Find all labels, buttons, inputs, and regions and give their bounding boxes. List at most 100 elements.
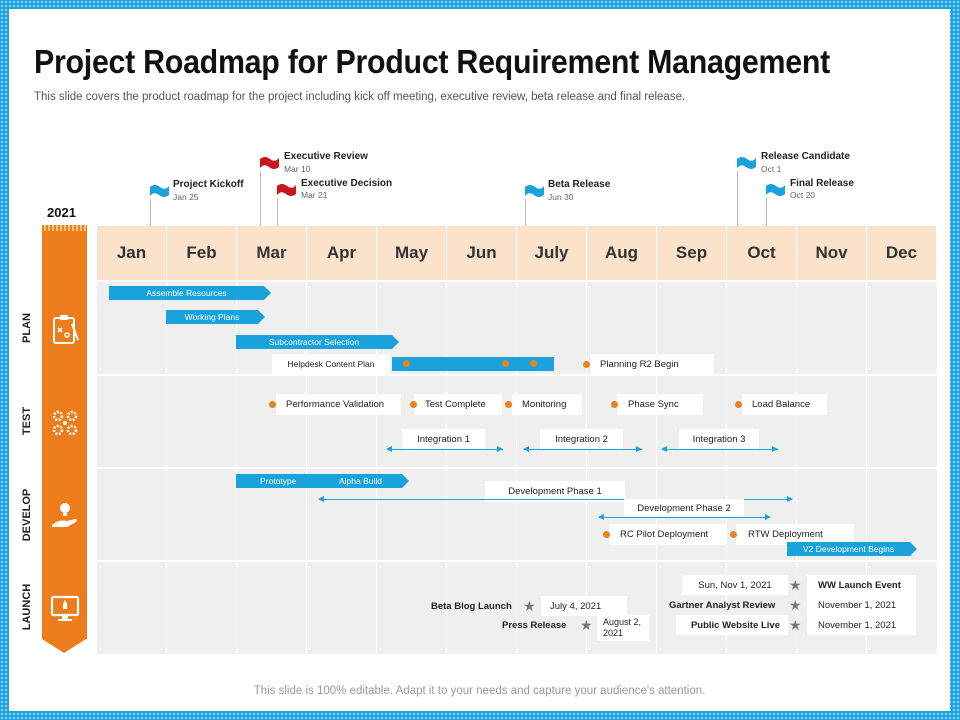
duration-line [319,499,792,500]
flag-red-icon [277,184,296,196]
task-dot [269,401,276,408]
task-bar: Subcontractor Selection [236,335,399,349]
month-header-cell: Apr [307,226,376,280]
milestone-date: Oct 1 [761,164,782,174]
duration-line [524,449,642,450]
planning-board-icon [53,315,79,344]
star-icon: ★ [789,597,802,613]
task-label: Helpdesk Content Plan [272,354,390,374]
month-header-cell: July [517,226,586,280]
task-bar-helpdesk [392,357,554,371]
task-label: Integration 3 [679,429,759,449]
task-dot [530,360,537,367]
arrow-left-icon [661,446,667,452]
milestone-pole [260,171,261,226]
milestone-date: Jun 30 [548,192,574,202]
flag-blue-icon [150,185,169,197]
phase-label-launch: LAUNCH [21,583,33,631]
task-label: Load Balance [742,394,827,415]
launch-date: July 4, 2021 [541,596,627,616]
task-label: Planning R2 Begin [591,354,714,375]
task-dot [403,360,410,367]
star-icon: ★ [789,617,802,633]
arrow-right-icon [636,446,642,452]
task-label: Integration 2 [540,429,623,449]
launch-label: Press Release [502,620,567,631]
launch-label: WW Launch Event [807,575,916,595]
milestone-name: Beta Release [548,179,611,190]
arrow-left-icon [523,446,529,452]
launch-date: November 1, 2021 [807,615,916,635]
milestone-pole [150,199,151,226]
row-divider [97,467,937,469]
task-dot [583,361,590,368]
arrow-right-icon [497,446,503,452]
row-divider [97,560,937,562]
task-dot [505,401,512,408]
task-dot [603,531,610,538]
milestone-pole [737,171,738,226]
month-header-cell: Oct [727,226,796,280]
year-label: 2021 [47,205,76,220]
task-dot [410,401,417,408]
launch-date: November 1, 2021 [807,595,916,615]
row-divider [97,374,937,376]
task-bar-label: Prototype [260,476,297,486]
milestone-name: Executive Decision [301,178,393,189]
arrow-right-icon [765,514,771,520]
arrow-right-icon [772,446,778,452]
task-bar: V2 Development Begins [787,542,917,556]
phase-band-top [42,225,87,231]
page-subtitle: This slide covers the product roadmap fo… [34,91,686,103]
phase-label-plan: PLAN [21,313,33,343]
milestone-name: Project Kickoff [173,179,244,190]
month-header-cell: Sep [657,226,726,280]
task-bar: Working Plans [166,310,265,324]
month-header-cell: Jan [97,226,166,280]
task-bar: Assemble Resources [109,286,271,300]
milestone-pole [525,199,526,226]
launch-label: Beta Blog Launch [431,601,512,612]
gears-icon [52,410,78,436]
hand-bulb-icon [52,503,77,527]
launch-label: Gartner Analyst Review [669,600,776,611]
task-label: Development Phase 1 [485,481,625,502]
task-dot [730,531,737,538]
task-label: RTW Deployment [736,524,854,545]
month-header-cell: Mar [237,226,306,280]
duration-line [387,449,503,450]
milestone-date: Jan 25 [173,192,199,202]
milestone-name: Release Candidate [761,151,850,162]
duration-line [599,517,769,518]
milestone-pole [277,198,278,226]
month-header-cell: Dec [867,226,936,280]
task-label: Performance Validation [276,394,401,415]
task-dot [611,401,618,408]
task-label: Integration 1 [402,429,485,449]
phase-label-test: TEST [21,406,33,436]
task-bar: Prototype Alpha Build [236,474,409,488]
phase-band-arrow [42,639,86,653]
duration-line [662,449,778,450]
launch-date: Sun, Nov 1, 2021 [682,575,788,595]
month-header-cell: Aug [587,226,656,280]
phase-label-develop: DEVELOP [21,488,33,542]
milestone-date: Mar 10 [284,164,311,174]
milestone-pole [766,198,767,226]
launch-label: Public Website Live [676,615,788,635]
month-header-cell: Feb [167,226,236,280]
flag-red-icon [260,157,279,169]
milestone-name: Executive Review [284,151,368,162]
arrow-left-icon [598,514,604,520]
milestone-date: Mar 21 [301,190,328,200]
phase-band [42,231,87,639]
monitor-rocket-icon [50,595,80,621]
launch-date: August 2, 2021 [597,615,649,641]
slide: Project Roadmap for Product Requirement … [9,9,950,711]
milestone-date: Oct 20 [790,190,816,200]
month-header-cell: Nov [797,226,866,280]
task-label: Phase Sync [617,394,703,415]
flag-blue-icon [525,185,544,197]
star-icon: ★ [789,577,802,593]
arrow-left-icon [386,446,392,452]
